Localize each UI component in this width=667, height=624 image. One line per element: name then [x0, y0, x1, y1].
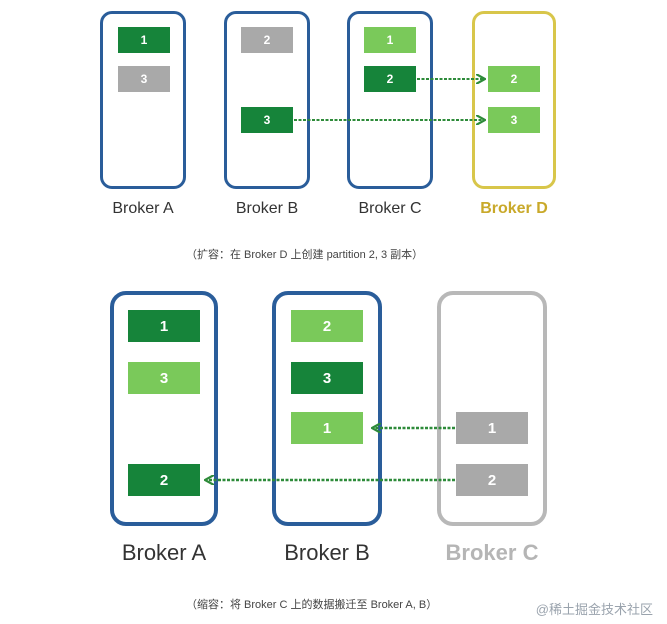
- top-d-partition-3: 3: [488, 107, 540, 133]
- top-b-partition-3: 3: [241, 107, 293, 133]
- bottom-b-partition-2: 2: [291, 310, 363, 342]
- top-broker-b-label: Broker B: [235, 200, 299, 217]
- top-caption: （扩容：在 Broker D 上创建 partition 2, 3 副本）: [186, 249, 424, 261]
- bottom-b-partition-1: 1: [291, 412, 363, 444]
- top-broker-a-label: Broker A: [112, 200, 174, 217]
- top-broker-d-label: Broker D: [480, 200, 548, 217]
- top-broker-d-box: [472, 11, 556, 189]
- bottom-broker-a-label: Broker A: [121, 540, 207, 565]
- bottom-broker-c-label: Broker C: [445, 540, 539, 565]
- bottom-a-partition-3: 3: [128, 362, 200, 394]
- bottom-a-partition-2: 2: [128, 464, 200, 496]
- bottom-broker-b-box: [272, 291, 382, 526]
- top-broker-c-label: Broker C: [358, 200, 422, 217]
- top-a-partition-1: 1: [118, 27, 170, 53]
- bottom-broker-b-label: Broker B: [284, 540, 370, 565]
- top-c-partition-1: 1: [364, 27, 416, 53]
- top-b-partition-2: 2: [241, 27, 293, 53]
- top-c-partition-2: 2: [364, 66, 416, 92]
- bottom-b-partition-3: 3: [291, 362, 363, 394]
- watermark: @稀土掘金技术社区: [535, 602, 653, 617]
- bottom-caption: （缩容：将 Broker C 上的数据搬迁至 Broker A, B）: [186, 599, 438, 611]
- top-a-partition-3: 3: [118, 66, 170, 92]
- bottom-c-partition-1: 1: [456, 412, 528, 444]
- top-d-partition-2: 2: [488, 66, 540, 92]
- bottom-a-partition-1: 1: [128, 310, 200, 342]
- bottom-c-partition-2: 2: [456, 464, 528, 496]
